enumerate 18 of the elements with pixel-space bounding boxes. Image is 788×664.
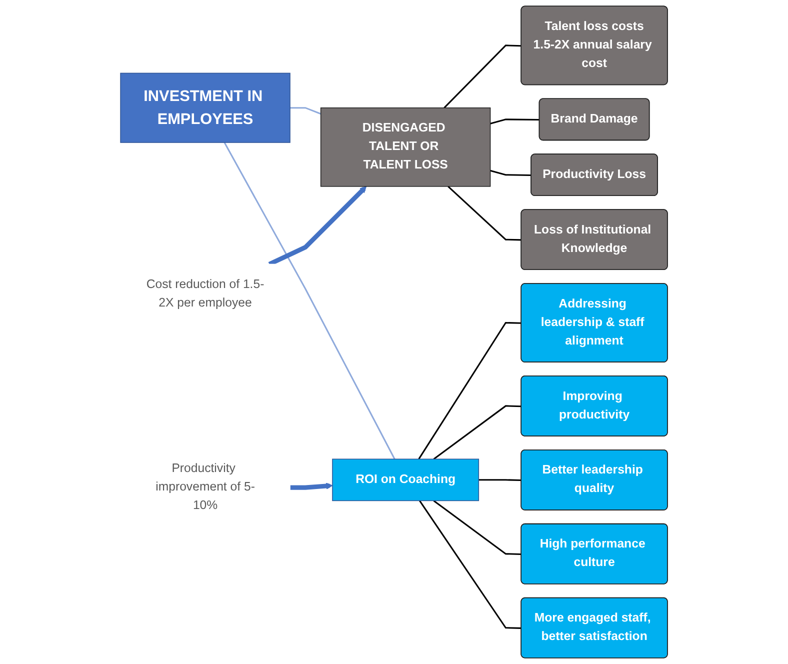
connector — [290, 107, 322, 115]
connector — [224, 142, 396, 460]
node-text: Productivity improvement of 5-10% — [156, 462, 255, 512]
connector — [433, 405, 522, 460]
connector — [490, 170, 532, 176]
connector — [444, 44, 522, 108]
node-box: DISENGAGED TALENT OR TALENT LOSS — [320, 107, 491, 187]
arrow — [268, 186, 367, 266]
connector — [490, 118, 540, 124]
connector — [433, 500, 522, 555]
node-text: Cost reduction of 1.5-2X per employee — [146, 278, 264, 310]
connector — [419, 500, 522, 629]
connector — [478, 479, 522, 482]
connector — [448, 186, 522, 241]
arrow — [290, 482, 333, 490]
node-box: INVESTMENT IN EMPLOYEES — [120, 72, 290, 143]
connector — [418, 322, 522, 460]
node-box: ROI on Coaching — [332, 458, 480, 502]
